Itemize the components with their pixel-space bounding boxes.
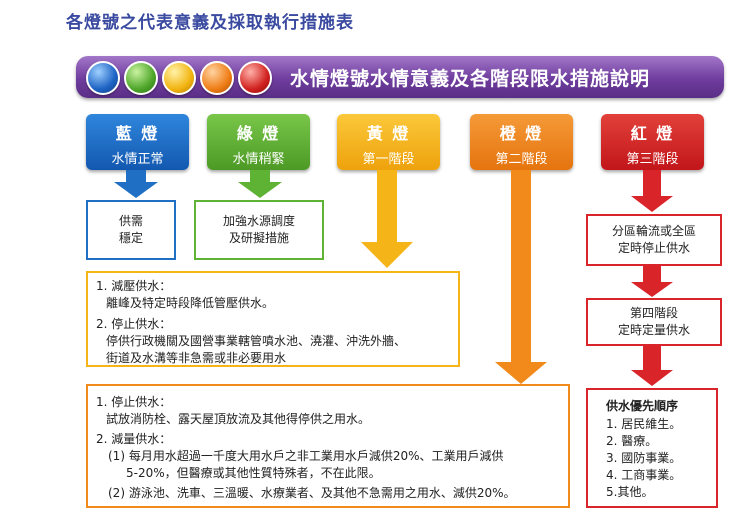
blue-measure-line: 供需 (118, 214, 143, 228)
lamp-status: 第二階段 (495, 152, 548, 167)
orange-sub1-line2: 5-20%，但醫療或其他性質特殊者，不在此限。 (126, 466, 381, 480)
orange-item2-title: 2. 減量供水： (96, 432, 172, 446)
red-measure-box-1: 分區輪流或全區 定時停止供水 (586, 214, 722, 266)
banner-title: 水情燈號水情意義及各階段限水措施說明 (290, 68, 651, 90)
red-arrow-3 (631, 343, 673, 386)
lamp-red: 紅 燈 第三階段 (601, 114, 704, 170)
yellow-item2-line2: 街道及水溝等非急需或非必要用水 (106, 351, 287, 365)
lamp-orange: 橙 燈 第二階段 (470, 114, 573, 170)
priority-item: 5.其他。 (606, 485, 654, 499)
red-measure-line: 分區輪流或全區 (611, 224, 696, 238)
green-measure-box: 加強水源調度 及研擬措施 (194, 200, 324, 260)
priority-item: 1. 居民維生。 (606, 417, 682, 431)
priority-item: 2. 醫療。 (606, 434, 658, 448)
yellow-item1-desc: 離峰及特定時段降低管壓供水。 (106, 296, 275, 310)
yellow-item2-title: 2. 停止供水： (96, 317, 172, 331)
lamp-status: 第一階段 (362, 152, 415, 167)
red-arrow-1 (631, 170, 673, 212)
lamp-green: 綠 燈 水情稍緊 (207, 114, 310, 170)
lamp-name: 藍 燈 (115, 124, 160, 143)
blue-light-icon (86, 61, 120, 95)
orange-sub1-line1: (1) 每月用水超過一千度大用水戶之非工業用水戶減供20%、工業用戶減供 (108, 449, 504, 463)
yellow-item2-line1: 停供行政機關及國營事業轄管噴水池、澆灌、沖洗外牆、 (106, 334, 407, 348)
green-measure-line: 加強水源調度 (222, 214, 295, 228)
lamp-name: 橙 燈 (499, 124, 544, 143)
red-light-icon (238, 61, 272, 95)
red-measure-line: 定時停止供水 (617, 241, 690, 255)
lamp-name: 紅 燈 (630, 124, 675, 143)
green-light-icon (124, 61, 158, 95)
lamp-status: 水情正常 (111, 152, 164, 167)
lamp-status: 水情稍緊 (232, 152, 285, 167)
priority-item: 3. 國防事業。 (606, 451, 682, 465)
red-arrow-2 (631, 262, 673, 297)
blue-arrow (114, 170, 158, 198)
orange-measure-box: 1. 停止供水： 試放消防栓、露天屋頂放流及其他得停供之用水。 2. 減量供水：… (86, 384, 570, 508)
yellow-item1-title: 1. 減壓供水： (96, 279, 172, 293)
red-measure-box-2: 第四階段 定時定量供水 (586, 298, 722, 346)
yellow-measure-box: 1. 減壓供水： 離峰及特定時段降低管壓供水。 2. 停止供水： 停供行政機關及… (86, 271, 460, 367)
orange-arrow (495, 170, 547, 384)
yellow-arrow (361, 170, 413, 268)
lamp-yellow: 黃 燈 第一階段 (337, 114, 440, 170)
orange-sub2: (2) 游泳池、洗車、三溫暖、水療業者、及其他不急需用之用水、減供20%。 (108, 486, 516, 500)
page-title: 各燈號之代表意義及採取執行措施表 (66, 13, 354, 33)
red-measure-line: 定時定量供水 (617, 323, 690, 337)
orange-item1-desc: 試放消防栓、露天屋頂放流及其他得停供之用水。 (106, 412, 371, 426)
lamp-name: 綠 燈 (236, 124, 281, 143)
orange-light-icon (200, 61, 234, 95)
priority-title: 供水優先順序 (606, 399, 679, 413)
green-arrow (238, 170, 282, 198)
lamp-status: 第三階段 (626, 152, 679, 167)
yellow-light-icon (162, 61, 196, 95)
priority-item: 4. 工商事業。 (606, 468, 682, 482)
blue-measure-line: 穩定 (118, 231, 143, 245)
lamp-name: 黃 燈 (366, 124, 411, 143)
lamp-blue: 藍 燈 水情正常 (86, 114, 189, 170)
priority-box: 供水優先順序 1. 居民維生。 2. 醫療。 3. 國防事業。 4. 工商事業。… (586, 388, 718, 508)
orange-item1-title: 1. 停止供水： (96, 395, 172, 409)
blue-measure-box: 供需 穩定 (86, 200, 176, 260)
green-measure-line: 及研擬措施 (228, 231, 289, 245)
red-measure-line: 第四階段 (629, 306, 678, 320)
